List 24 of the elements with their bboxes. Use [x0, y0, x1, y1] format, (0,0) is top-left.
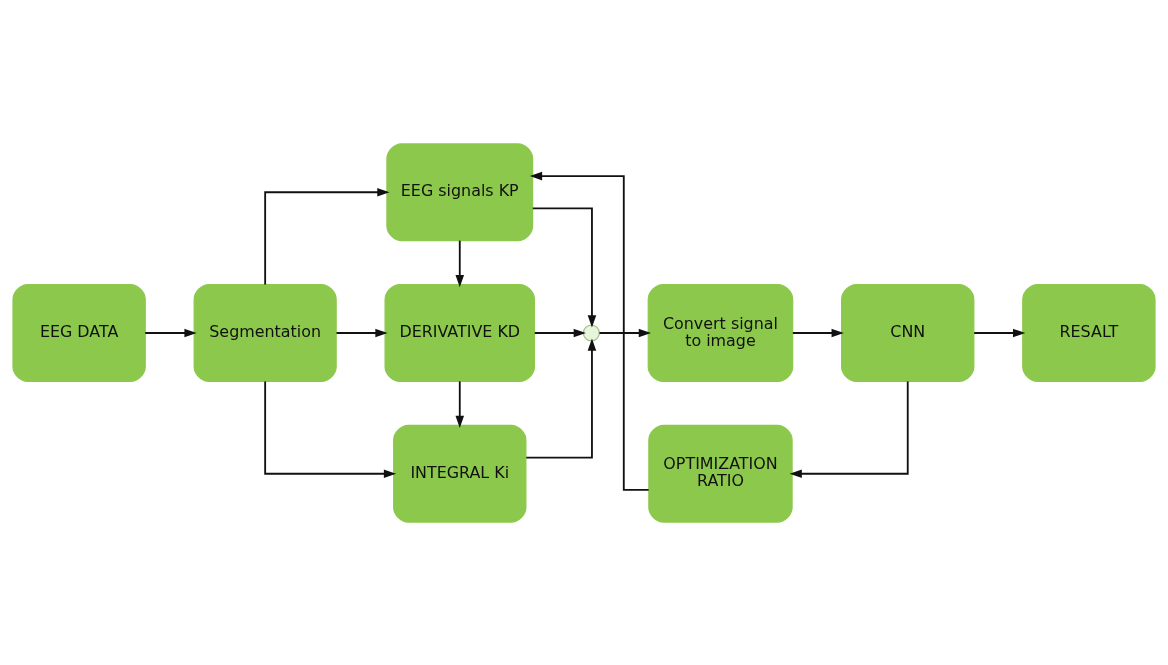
- node-box: DERIVATIVE KD: [384, 283, 536, 382]
- arrow: [455, 239, 465, 287]
- node-box: EEG signals KP: [386, 142, 534, 241]
- node-box: RESALT: [1022, 283, 1156, 382]
- arrow: [529, 171, 650, 491]
- node-box: CNN: [841, 283, 975, 382]
- arrow: [531, 206, 597, 328]
- arrow: [144, 328, 197, 337]
- arrow: [264, 380, 397, 478]
- node-box: EEG DATA: [12, 283, 146, 382]
- arrow: [533, 328, 586, 337]
- node-circle: [582, 323, 600, 342]
- arrow: [598, 328, 651, 337]
- arrow: [455, 380, 465, 428]
- node-box: Segmentation: [193, 283, 337, 382]
- node-box: Convert signal to image: [647, 283, 794, 382]
- arrow: [791, 328, 844, 337]
- arrow: [973, 328, 1026, 337]
- arrow: [264, 187, 390, 285]
- arrow: [789, 380, 909, 478]
- node-box: OPTIMIZATION RATIO: [648, 424, 793, 523]
- arrow: [335, 328, 388, 337]
- arrow: [525, 337, 597, 459]
- node-box: INTEGRAL Ki: [393, 424, 527, 523]
